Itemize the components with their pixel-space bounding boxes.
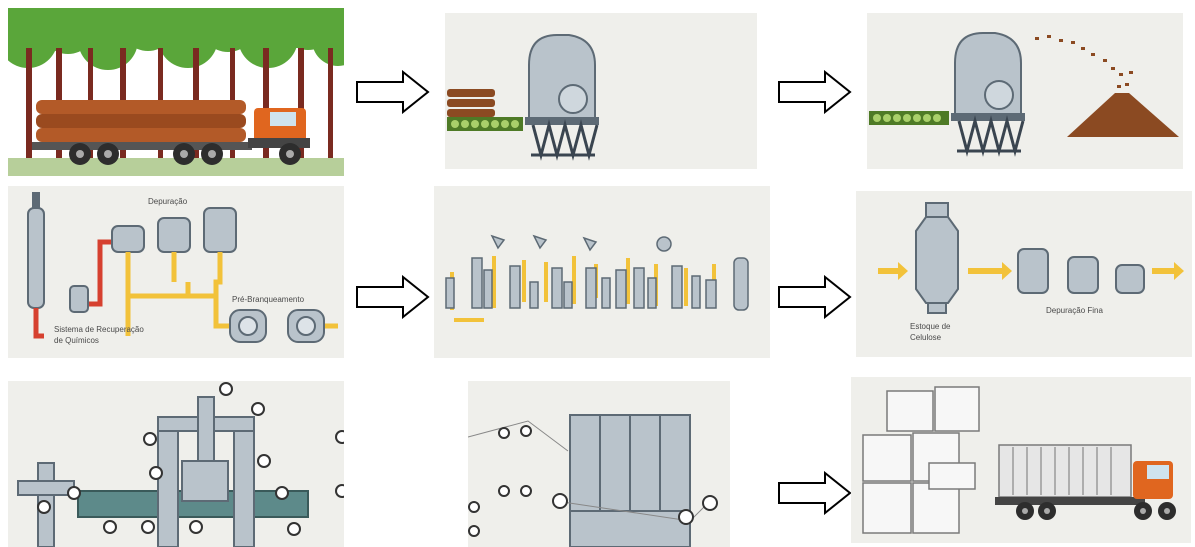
tree-canopy <box>8 8 344 70</box>
panel-bleaching <box>434 186 770 358</box>
label-pre-branqueamento: Pré-Branqueamento <box>232 295 305 304</box>
label-estoque-1: Estoque de <box>910 322 951 331</box>
bleaching-towers <box>445 257 749 311</box>
arrow-right-icon <box>777 470 852 520</box>
arrow-right-icon <box>355 274 430 324</box>
panel-dryer <box>468 381 730 547</box>
rollers <box>37 382 344 536</box>
container-trailer <box>995 444 1145 505</box>
label-estoque-2: Celulose <box>910 333 942 342</box>
label-recuperacao-1: Sistema de Recuperação <box>54 325 144 334</box>
pulp-bales <box>862 386 980 534</box>
truck-cab <box>248 108 310 148</box>
fine-screening-tanks <box>1017 248 1145 294</box>
flow-arrows <box>878 262 1184 280</box>
panel-forest-log-truck <box>8 8 344 176</box>
screening-tanks <box>111 207 237 253</box>
label-depuracao-fina: Depuração Fina <box>1046 306 1103 315</box>
debarker-drum <box>525 34 599 125</box>
label-depuracao: Depuração <box>148 197 188 206</box>
pulp-storage-tank <box>915 202 959 314</box>
arrow-right-icon <box>777 69 852 119</box>
log-load <box>36 100 246 142</box>
panel-pulp-machine <box>8 381 344 547</box>
valve-heads <box>490 234 672 252</box>
flying-chips <box>1035 35 1133 88</box>
label-recuperacao-2: de Químicos <box>54 336 99 345</box>
chipper-machine <box>951 32 1025 121</box>
truck-cab <box>1133 461 1173 499</box>
dryer-cabinet <box>569 414 691 547</box>
panel-chipper <box>867 13 1183 169</box>
rollers <box>468 425 718 537</box>
chip-pile <box>1067 93 1179 137</box>
headbox <box>17 462 75 547</box>
arrow-right-icon <box>777 274 852 324</box>
red-pipe <box>33 239 112 339</box>
panel-debarker <box>445 13 757 169</box>
yellow-pipes <box>125 252 338 336</box>
panel-digester-screening: Depuração Pré-Branqueamento Sistema de R… <box>8 186 344 358</box>
machine-frame <box>157 396 255 547</box>
washer-drums <box>229 309 325 343</box>
debarker-stand <box>531 119 599 161</box>
panel-bales-truck <box>851 377 1191 543</box>
digester-column <box>27 192 45 309</box>
arrow-right-icon <box>355 69 430 119</box>
panel-storage-fine-screening: Estoque de Celulose Depuração Fina <box>856 191 1192 357</box>
log-pile <box>447 89 495 117</box>
